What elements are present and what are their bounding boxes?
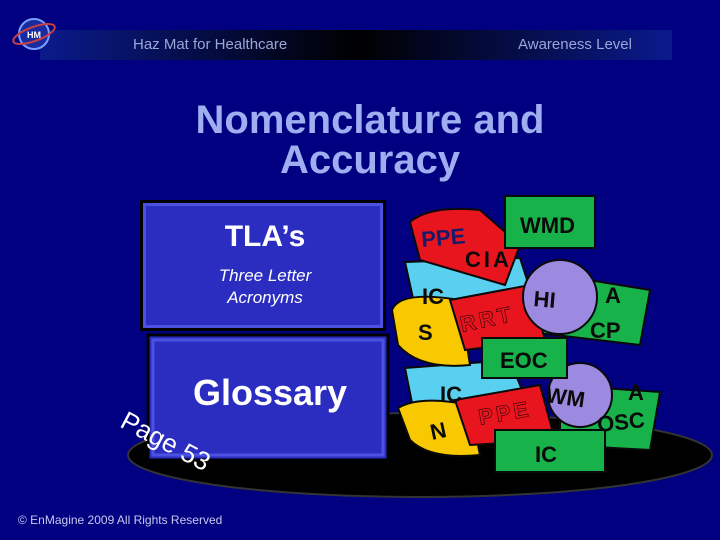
acr-ic-bot: IC [535,442,557,467]
acr-osc: OSC [596,407,646,437]
acr-ppe-top: PPE [420,223,466,252]
acr-cia: CIA [465,247,512,272]
slide-title-line2: Accuracy [279,138,461,182]
header-course-title: Haz Mat for Healthcare [133,36,288,53]
acr-cp: CP [590,318,621,343]
glossary-card [146,333,390,462]
red-shape-1 [408,207,522,287]
acr-a2: A [628,380,644,405]
tla-subtitle-line1: Three Letter [218,266,312,285]
tla-heading: TLA’s [224,220,306,253]
header-bar [40,30,672,60]
acr-ic-mid: IC [440,382,462,407]
ic-box [494,429,606,473]
acr-s: S [418,320,433,345]
acr-eoc: EOC [500,348,548,373]
acr-hi: HI [533,286,557,313]
purple-circle-1 [522,259,598,335]
acr-ic-left: IC [422,284,444,309]
tla-subtitle: Three Letter Acronyms [180,265,350,309]
slide-title: Nomenclature and Accuracy [120,100,620,180]
svg-text:HM: HM [27,30,41,40]
tla-card [140,200,386,331]
acr-wmd: WMD [520,213,575,238]
tla-subtitle-line2: Acronyms [227,288,303,307]
glossary-heading: Glossary [192,372,348,413]
page-reference: Page 53 [115,405,216,477]
acr-n: N [428,417,449,445]
copyright-notice: © EnMagine 2009 All Rights Reserved [18,513,223,527]
wmd-box [504,195,596,249]
yellow-shape-1 [390,295,472,367]
acr-wm: WM [544,382,586,412]
slide-title-line1: Nomenclature and [195,98,545,142]
hazmat-logo-icon: HM [12,18,56,50]
eoc-box [481,337,568,379]
acr-a1: A [605,283,621,308]
header-level: Awareness Level [518,36,632,53]
